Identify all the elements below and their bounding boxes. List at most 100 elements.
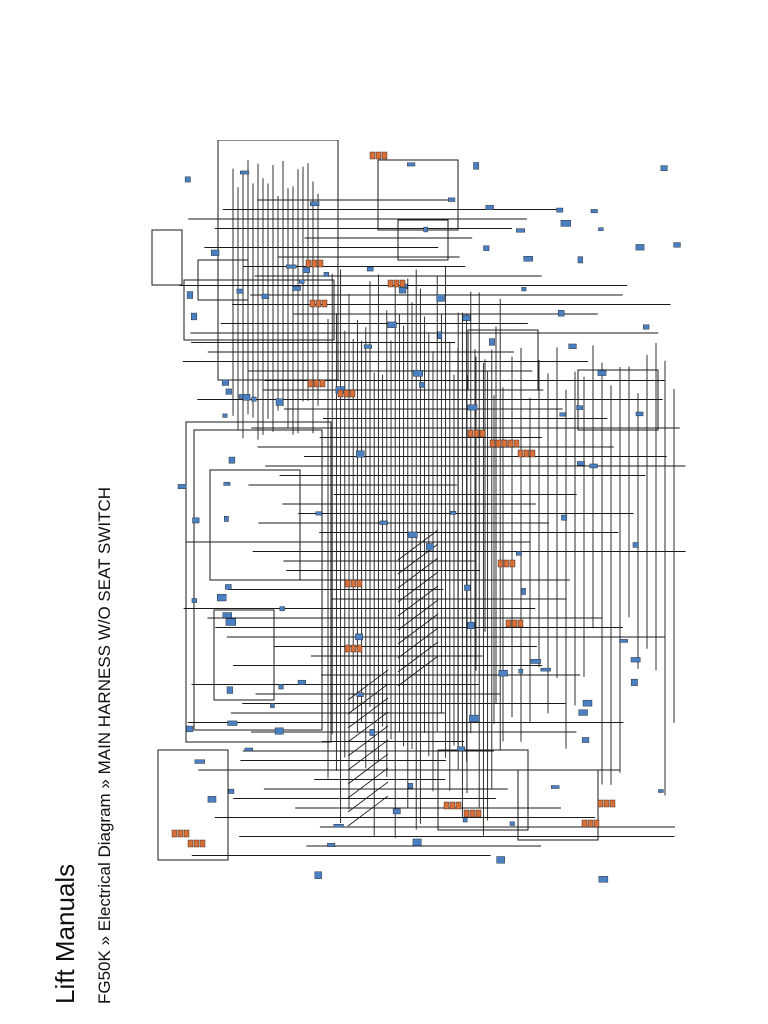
- wire: [397, 585, 439, 617]
- connector: [177, 829, 184, 838]
- wiring-diagram: [138, 140, 700, 900]
- main-controller-frame: [185, 421, 332, 743]
- connector: [658, 789, 664, 793]
- connector: [349, 389, 356, 398]
- wire: [347, 767, 389, 799]
- connector: [407, 531, 418, 538]
- connector: [221, 379, 229, 386]
- connector: [379, 520, 388, 525]
- connector: [387, 321, 397, 328]
- connector: [225, 618, 236, 626]
- connector: [315, 299, 322, 308]
- connector: [186, 725, 194, 733]
- connector: [242, 394, 251, 401]
- connector: [513, 439, 520, 448]
- wire: [347, 669, 389, 701]
- connector: [412, 838, 422, 846]
- connector: [473, 162, 480, 170]
- connector: [375, 151, 382, 160]
- connector: [557, 310, 565, 317]
- wire: [347, 739, 389, 771]
- connector: [393, 279, 400, 288]
- wire: [397, 641, 439, 673]
- connector: [177, 484, 187, 489]
- connector: [489, 338, 495, 346]
- connector: [530, 659, 541, 664]
- connector: [521, 287, 527, 292]
- connector: [344, 644, 351, 653]
- connector: [228, 456, 236, 464]
- connector: [501, 439, 508, 448]
- connector: [603, 799, 610, 808]
- connector: [598, 227, 604, 231]
- connector: [449, 801, 456, 810]
- connector: [593, 819, 600, 828]
- connector: [467, 404, 478, 411]
- connector: [274, 727, 284, 735]
- connector: [333, 824, 344, 828]
- connector: [455, 801, 462, 810]
- connector: [227, 720, 238, 726]
- connector: [350, 579, 357, 588]
- wire: [347, 795, 389, 827]
- connector: [407, 162, 416, 167]
- connector: [517, 619, 524, 628]
- connector: [223, 481, 231, 486]
- connector: [523, 255, 533, 262]
- connector: [292, 286, 301, 291]
- connector: [489, 439, 496, 448]
- connector: [505, 619, 512, 628]
- wire: [397, 627, 439, 659]
- connector: [313, 379, 320, 388]
- connector: [408, 783, 414, 789]
- connector: [632, 542, 639, 548]
- connector: [309, 299, 316, 308]
- connector: [225, 584, 232, 590]
- wire: [347, 781, 389, 813]
- wire: [347, 725, 389, 757]
- connector: [551, 785, 560, 789]
- connector: [518, 668, 524, 674]
- connector: [597, 799, 604, 808]
- connector: [597, 370, 607, 376]
- connector: [191, 312, 198, 321]
- connector: [587, 819, 594, 828]
- connector: [523, 449, 530, 458]
- connector: [207, 796, 217, 803]
- connector: [297, 679, 307, 685]
- connector: [251, 396, 257, 402]
- connector: [278, 684, 284, 690]
- connector: [356, 644, 363, 653]
- connector: [191, 598, 197, 603]
- connector: [302, 266, 310, 273]
- breadcrumb[interactable]: FG50K » Electrical Diagram » MAIN HARNES…: [95, 486, 114, 1004]
- connector: [337, 389, 344, 398]
- connector: [192, 517, 200, 524]
- connector: [398, 287, 407, 294]
- connector: [366, 266, 374, 272]
- site-title[interactable]: Lift Manuals: [50, 863, 80, 1004]
- connector: [475, 809, 482, 818]
- connector: [261, 293, 270, 299]
- connector: [509, 821, 515, 826]
- wire: [347, 753, 389, 785]
- connector: [392, 808, 401, 815]
- connector: [226, 686, 233, 694]
- wiring-diagram-svg: [151, 140, 686, 883]
- connector: [630, 657, 641, 663]
- connector: [194, 759, 205, 764]
- connector: [350, 644, 357, 653]
- left-module-frame: [157, 749, 229, 861]
- connector: [426, 543, 434, 551]
- connector: [582, 699, 593, 707]
- connector: [315, 511, 323, 516]
- connector: [559, 412, 566, 417]
- connector: [356, 450, 365, 458]
- connector: [321, 299, 328, 308]
- connector: [355, 633, 364, 641]
- connector: [495, 439, 502, 448]
- connector: [419, 382, 426, 388]
- wire: [397, 655, 439, 687]
- connector: [239, 170, 250, 175]
- connector: [511, 619, 518, 628]
